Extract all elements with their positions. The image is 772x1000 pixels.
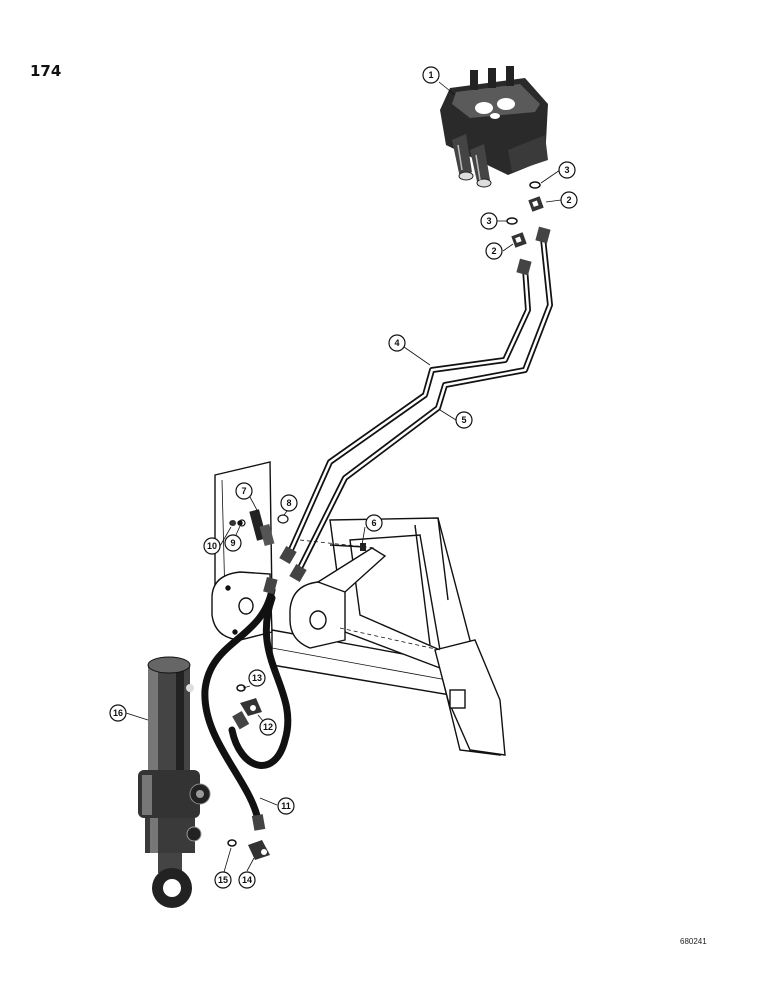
clamp-7 (249, 509, 275, 546)
callout-14: 14 (238, 871, 256, 889)
callout-3-lower: 3 (480, 212, 498, 230)
svg-text:4: 4 (394, 338, 399, 348)
callout-8: 8 (280, 494, 298, 512)
tube-4 (287, 265, 531, 555)
svg-text:3: 3 (564, 165, 569, 175)
lockwasher-9 (238, 519, 246, 527)
callout-7: 7 (235, 482, 253, 500)
screw-8 (277, 514, 289, 524)
hydraulic-cylinder (138, 656, 211, 908)
o-ring-15 (227, 839, 237, 847)
leader-lines (125, 81, 562, 873)
callout-9: 9 (224, 534, 242, 552)
svg-text:3: 3 (486, 216, 491, 226)
svg-text:14: 14 (242, 875, 252, 885)
nut-10 (230, 520, 236, 526)
svg-text:7: 7 (241, 486, 246, 496)
svg-text:9: 9 (230, 538, 235, 548)
svg-text:16: 16 (113, 708, 123, 718)
svg-text:13: 13 (252, 673, 262, 683)
callout-2-lower: 2 (485, 242, 503, 260)
svg-text:1: 1 (428, 70, 433, 80)
hose-11-front (201, 586, 276, 824)
o-ring-upper (529, 181, 541, 189)
bolt-6 (329, 543, 366, 551)
hose-11-rear (228, 594, 292, 769)
callout-15: 15 (214, 871, 232, 889)
fitting-upper (528, 196, 544, 212)
svg-text:5: 5 (461, 415, 466, 425)
figure-code: 680241 (680, 937, 707, 946)
callout-4: 4 (388, 334, 406, 352)
callout-10: 10 (203, 537, 221, 555)
svg-text:11: 11 (281, 801, 291, 811)
svg-text:6: 6 (371, 518, 376, 528)
callout-12: 12 (259, 718, 277, 736)
callout-13: 13 (248, 669, 266, 687)
callout-16: 16 (109, 704, 127, 722)
fitting-lower (511, 232, 527, 248)
svg-text:2: 2 (566, 195, 571, 205)
callout-3-upper: 3 (558, 161, 576, 179)
elbow-14 (248, 840, 270, 860)
svg-text:10: 10 (207, 541, 217, 551)
elbow-12 (240, 698, 262, 716)
callout-2-upper: 2 (560, 191, 578, 209)
callout-6: 6 (365, 514, 383, 532)
callout-5: 5 (455, 411, 473, 429)
svg-text:8: 8 (286, 498, 291, 508)
control-valve (440, 66, 548, 188)
o-ring-lower (506, 217, 518, 225)
svg-text:2: 2 (491, 246, 496, 256)
page-number: 174 (30, 62, 62, 80)
callout-11: 11 (277, 797, 295, 815)
o-ring-13 (236, 684, 246, 692)
callout-1: 1 (422, 66, 440, 84)
svg-text:12: 12 (263, 722, 273, 732)
tube-5 (297, 235, 553, 571)
svg-text:15: 15 (218, 875, 228, 885)
